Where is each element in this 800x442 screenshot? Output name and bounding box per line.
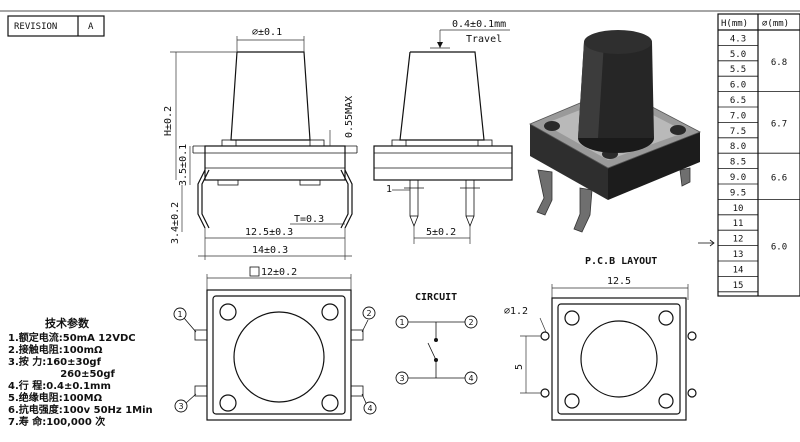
side-view: 0.4±0.1mm Travel 1 5±0.2	[373, 19, 513, 244]
table-h-value: 7.5	[730, 127, 746, 137]
circuit-pin-2: 2	[468, 318, 473, 327]
spec-line-7: 6.抗电强度:100v 50Hz 1Min	[8, 403, 153, 416]
table-h-value: 6.0	[730, 81, 746, 91]
width-14-label: 14±0.3	[252, 245, 288, 256]
top-view: 12±0.2 1 2 3 4	[173, 266, 377, 421]
table-h-value: 6.5	[730, 96, 746, 106]
circuit-diagram: CIRCUIT 1 2 3 4	[395, 292, 478, 385]
width-12-5-label: 12.5±0.3	[245, 227, 293, 238]
revision-box: REVISION A	[7, 15, 105, 37]
table-d-value: 6.8	[771, 58, 787, 68]
circuit-pin-4: 4	[468, 374, 473, 383]
travel-value-label: 0.4±0.1mm	[452, 19, 506, 30]
table-h-value: 9.5	[730, 188, 746, 198]
table-h-value: 4.3	[730, 34, 746, 44]
table-h-value: 8.0	[730, 142, 746, 152]
spec-line-5: 4.行 程:0.4±0.1mm	[8, 379, 111, 392]
switch-3d-render	[529, 30, 701, 233]
spec-line-2: 2.接触电阻:100mΩ	[8, 343, 103, 356]
travel-label: Travel	[466, 34, 502, 45]
pcb-hole-label: ∅1.2	[504, 306, 528, 317]
table-h-value: 12	[733, 235, 744, 245]
table-d-value: 6.7	[771, 119, 787, 129]
revision-label: REVISION	[14, 22, 57, 32]
pcb-spacing-label: 5	[514, 364, 525, 370]
dim-3-5-label: 3.5±0.1	[178, 144, 189, 186]
table-h-value: 8.5	[730, 158, 746, 168]
pcb-width-label: 12.5	[607, 276, 631, 287]
table-d-value: 6.0	[771, 243, 787, 253]
table-header-d: ∅(mm)	[762, 19, 789, 29]
pin-4-marker: 4	[367, 404, 372, 413]
spec-line-8: 7.寿 命:100,000 次	[8, 415, 105, 428]
table-h-value: 13	[733, 250, 744, 260]
table-h-value: 11	[733, 219, 744, 229]
spec-line-4: 260±50gf	[8, 369, 116, 380]
pin-width-label: 1	[386, 184, 392, 195]
circuit-pin-3: 3	[399, 374, 404, 383]
max-label: 0.55MAX	[344, 96, 355, 138]
spec-line-1: 1.额定电流:50mA 12VDC	[8, 331, 136, 344]
spec-title: 技术参数	[45, 316, 90, 330]
table-header-h: H(mm)	[721, 19, 748, 29]
spec-line-6: 5.绝缘电阻:100MΩ	[8, 391, 103, 404]
dim-3-4-label: 3.4±0.2	[170, 202, 181, 244]
top-diameter-label: ∅±0.1	[252, 27, 282, 38]
circuit-pin-1: 1	[399, 318, 404, 327]
circuit-title: CIRCUIT	[415, 292, 457, 303]
t-label: T=0.3	[294, 214, 324, 225]
table-h-value: 7.0	[730, 111, 746, 121]
pin-2-marker: 2	[366, 309, 371, 318]
square-12-label: 12±0.2	[261, 267, 297, 278]
table-h-value: 5.0	[730, 50, 746, 60]
height-label: H±0.2	[163, 106, 174, 136]
revision-value: A	[88, 22, 94, 32]
table-h-value: 14	[733, 265, 744, 275]
front-view: ∅±0.1 H±0.2 0.55MAX 3.5±0.1 3.4±0.2 T=0.…	[163, 27, 358, 260]
pin-spacing-label: 5±0.2	[426, 227, 456, 238]
pcb-title: P.C.B LAYOUT	[585, 256, 657, 267]
table-h-value: 15	[733, 281, 744, 291]
table-d-value: 6.6	[771, 173, 787, 183]
table-h-value: 10	[733, 204, 744, 214]
spec-line-3: 3.按 力:160±30gf	[8, 355, 102, 368]
table-h-value: 5.5	[730, 65, 746, 75]
pcb-layout: P.C.B LAYOUT 12.5 5 ∅1.2	[504, 256, 697, 421]
table-h-value: 9.0	[730, 173, 746, 183]
height-table: H(mm) ∅(mm) 4.3 5.0 5.5 6.0 6.5 7.0 7.5 8.0 8.5 9…	[717, 13, 800, 297]
pin-3-marker: 3	[178, 402, 183, 411]
spec-block: 技术参数 1.额定电流:50mA 12VDC 2.接触电阻:100mΩ 3.按 …	[8, 316, 153, 428]
pin-1-marker: 1	[177, 310, 182, 319]
